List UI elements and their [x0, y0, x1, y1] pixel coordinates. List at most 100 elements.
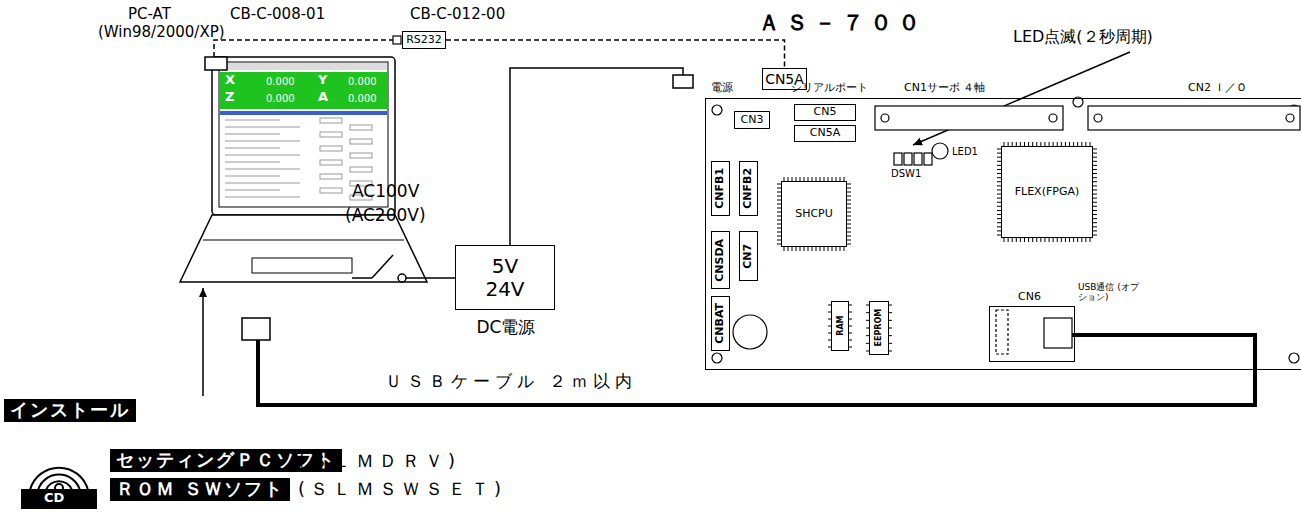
chip-pin [784, 247, 785, 251]
chip-pin [844, 247, 845, 251]
cable-label: CB-C-008-01 [230, 6, 325, 23]
connector-symbol [393, 36, 401, 44]
chip-pin [1093, 210, 1097, 211]
chip-pin [1016, 238, 1017, 242]
chip-pin [820, 247, 821, 251]
board: 電源シリアルポートCN1サーボ ４軸CN2 Ｉ／ＯCN3CN5CN5ACNFB1… [705, 98, 1301, 370]
voltage-label: (AC200V) [345, 206, 426, 226]
chip-pin [847, 244, 851, 245]
axis-label: Z [225, 90, 234, 105]
chip-pin [840, 247, 841, 251]
chip-pin [1020, 238, 1021, 242]
chip-pin [847, 184, 851, 185]
node-text: CN6 [1018, 291, 1041, 304]
chip-pin [1061, 238, 1062, 242]
node-text: CN5 [814, 106, 837, 119]
chip-pin [1093, 189, 1097, 190]
chip-pin [828, 247, 829, 251]
axis-label: Y [318, 73, 327, 88]
chip-pin [1093, 206, 1097, 207]
axis-value: 0.000 [266, 93, 295, 105]
chip-pin [847, 236, 851, 237]
chip-pin [1093, 226, 1097, 227]
connector-box: CN5A [794, 125, 856, 142]
chip-pin [1093, 161, 1097, 162]
node-text: CN1サーボ ４軸 [904, 82, 985, 95]
chip-pin [1093, 185, 1097, 186]
power-connector [673, 75, 693, 88]
chip-pin [1085, 238, 1086, 242]
part-label: LED1 [952, 146, 978, 158]
chip-pin [889, 305, 892, 306]
chip-pin [847, 220, 851, 221]
chip-pin [1093, 202, 1097, 203]
serial-cable [446, 40, 785, 68]
chip-pin [1093, 157, 1097, 158]
chip-pin [847, 200, 851, 201]
cable-label: ＵＳＢケーブル ２ｍ以内 [385, 372, 637, 392]
chip-pin [1093, 214, 1097, 215]
chip-pin [1032, 238, 1033, 242]
chip-pin [1053, 238, 1054, 242]
node-text: FLEX(FPGA) [1015, 186, 1080, 199]
install-arrow [202, 288, 204, 396]
software-label: ＲＯＭ ＳＷソフト [110, 478, 290, 501]
axis-value: 0.000 [348, 93, 377, 105]
chip-pin [849, 347, 852, 348]
connector-box: CNFB1 [711, 161, 730, 216]
memory-chip: RAM [831, 301, 849, 351]
chip-pin [1093, 165, 1097, 166]
os-label: (Win98/2000/XP) [98, 24, 225, 41]
chip-pin [1093, 194, 1097, 195]
chip-pin [1004, 238, 1005, 242]
chip-pin [847, 192, 851, 193]
chip-pin [847, 196, 851, 197]
chip-pin [847, 232, 851, 233]
voltage-label: AC100V [352, 182, 419, 202]
serial-cable [214, 40, 393, 57]
cable-label: CB-C-012-00 [410, 6, 505, 23]
chip-pin [847, 228, 851, 229]
board-detail [712, 97, 1300, 363]
chip-pin [1093, 235, 1097, 236]
part-label: DSW1 [891, 168, 921, 180]
node-text: シリアルポート [791, 82, 868, 95]
chip-pin [849, 340, 852, 341]
chip-pin [1077, 238, 1078, 242]
chip-pin [804, 247, 805, 251]
chip-pin [1024, 238, 1025, 242]
chip-pin [824, 247, 825, 251]
node-text: CN7 [742, 244, 755, 269]
cd-label: CD [44, 491, 64, 506]
node-text: インストール [10, 400, 130, 421]
chip-pin [847, 208, 851, 209]
connector-box: CNSDA [711, 231, 730, 289]
chip-pin [847, 240, 851, 241]
usb-connector [242, 318, 270, 340]
cpu-chip: SHCPU [781, 181, 847, 247]
node-text: RS232 [406, 34, 442, 47]
chip-pin [849, 333, 852, 334]
chip-pin [1057, 238, 1058, 242]
chip-pin [1093, 169, 1097, 170]
chip-pin [788, 247, 789, 251]
connector-box: CN7 [739, 231, 758, 281]
chip-pin [1049, 238, 1050, 242]
chip-pin [889, 351, 892, 352]
usb-module: CN6 [989, 306, 1075, 362]
screen-detail [225, 118, 372, 200]
axis-label: X [225, 73, 235, 88]
chip-pin [832, 247, 833, 251]
chip-pin [796, 247, 797, 251]
connector-box: CNBAT [711, 296, 730, 351]
chip-pin [847, 216, 851, 217]
chip-pin [889, 328, 892, 329]
power-wire [510, 68, 683, 245]
software-name: (ＳＬＭＳＷＳＥＴ) [298, 479, 506, 500]
chip-pin [889, 335, 892, 336]
chip-pin [1093, 222, 1097, 223]
chip-pin [836, 247, 837, 251]
node-text: CNFB2 [742, 168, 755, 209]
